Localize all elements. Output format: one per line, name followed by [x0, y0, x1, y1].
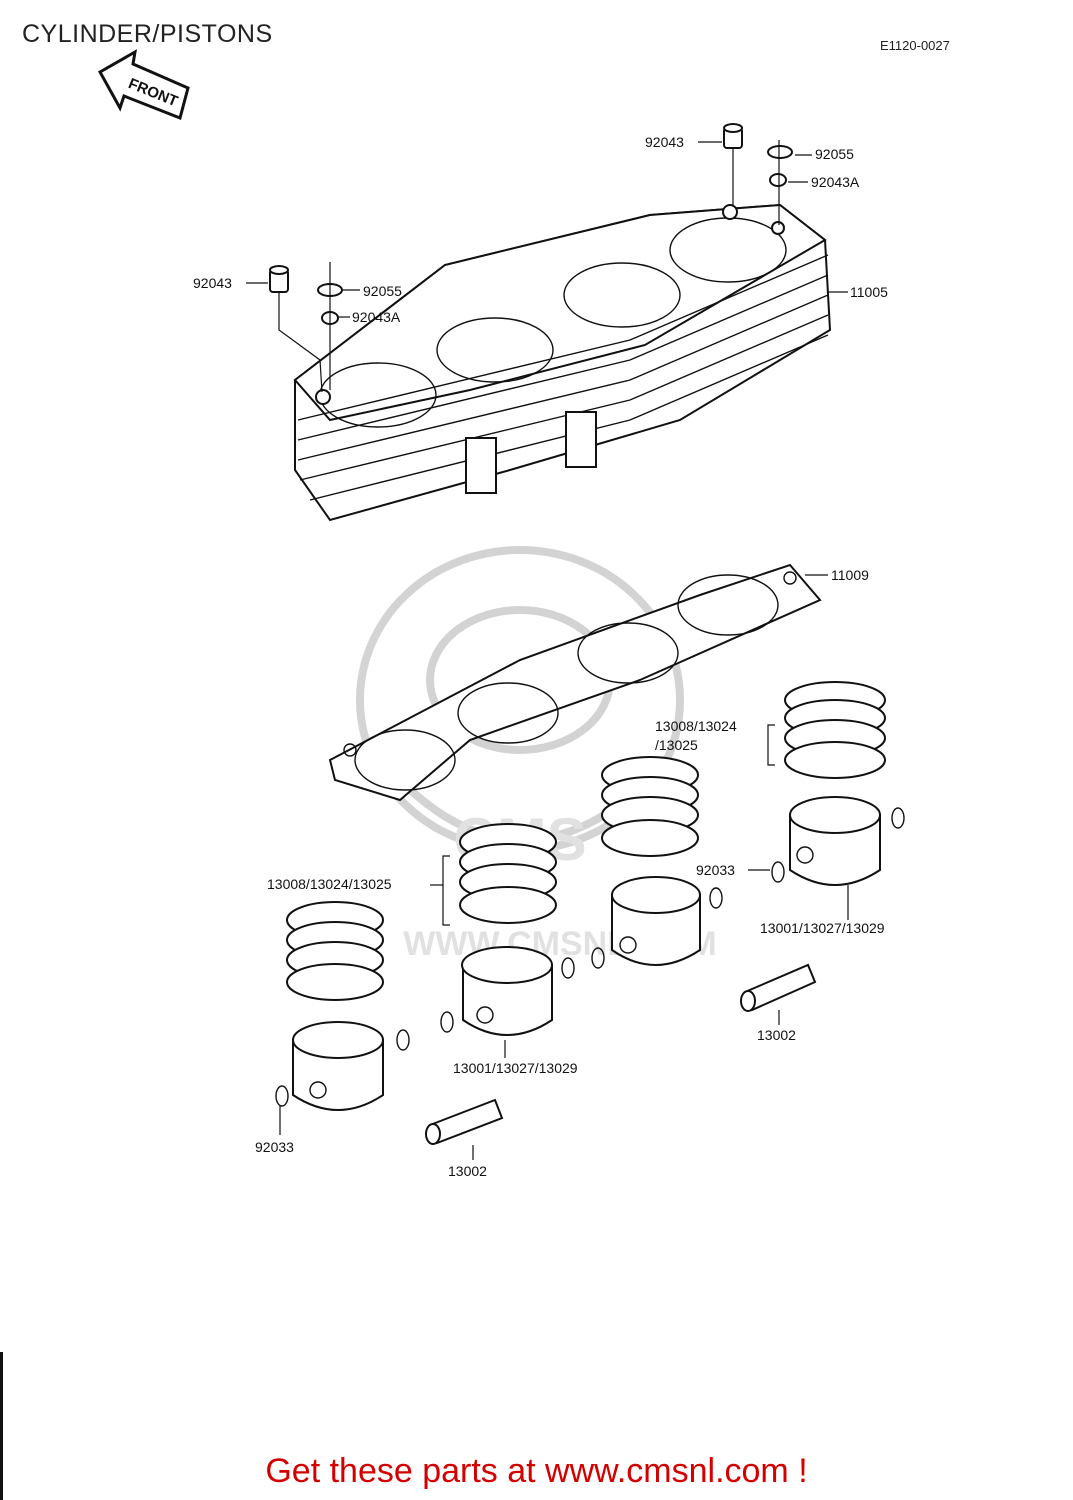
piston-rings-right: [784, 681, 886, 779]
callout-92043a-top: 92043A: [811, 174, 860, 190]
washer-top: [767, 140, 793, 225]
piston-rings-left: [286, 901, 384, 1001]
piston-middle-left: [461, 946, 553, 1036]
diagram-code: E1120-0027: [880, 38, 950, 53]
callout-13002-left: 13002: [448, 1163, 487, 1179]
cylinder-gasket: [328, 563, 822, 802]
callout-rings-left: 13008/13024/13025: [267, 876, 392, 892]
callout-92043-left: 92043: [193, 275, 232, 291]
page-title: CYLINDER/PISTONS: [22, 20, 273, 48]
washer-left: [317, 262, 343, 390]
piston-left: [292, 1021, 384, 1111]
callout-13002-right: 13002: [757, 1027, 796, 1043]
callout-rings-right-line2: /13025: [655, 737, 698, 753]
callout-labels: 92043 92055 92043A 92043 92055 92043A 11…: [193, 134, 888, 1179]
edge-mark: [0, 1352, 3, 1500]
callout-92055-left: 92055: [363, 283, 402, 299]
leader-lines: [246, 141, 849, 1160]
cylinder-block: [293, 203, 832, 522]
piston-right: [789, 796, 881, 886]
piston-pin-right: [740, 963, 817, 1012]
callout-rings-right-line1: 13008/13024: [655, 718, 737, 734]
circlips: [275, 807, 905, 1107]
callout-piston-left: 13001/13027/13029: [453, 1060, 578, 1076]
callout-92055-top: 92055: [815, 146, 854, 162]
callout-11005: 11005: [850, 284, 888, 300]
dowel-pin-top: [723, 123, 743, 205]
callout-11009: 11009: [831, 567, 869, 583]
front-arrow-icon: FRONT: [97, 49, 190, 121]
callout-92033-left: 92033: [255, 1139, 294, 1155]
piston-rings-center: [601, 756, 699, 857]
callout-92033-right: 92033: [696, 862, 735, 878]
callout-92043a-left: 92043A: [352, 309, 401, 325]
dowel-pin-left: [269, 265, 323, 393]
piston-center: [611, 876, 701, 966]
callout-piston-right: 13001/13027/13029: [760, 920, 885, 936]
piston-rings-middle-left: [459, 823, 557, 924]
piston-pin-left: [425, 1098, 504, 1145]
callout-92043-top: 92043: [645, 134, 684, 150]
footer-link[interactable]: Get these parts at www.cmsnl.com !: [265, 1452, 808, 1490]
